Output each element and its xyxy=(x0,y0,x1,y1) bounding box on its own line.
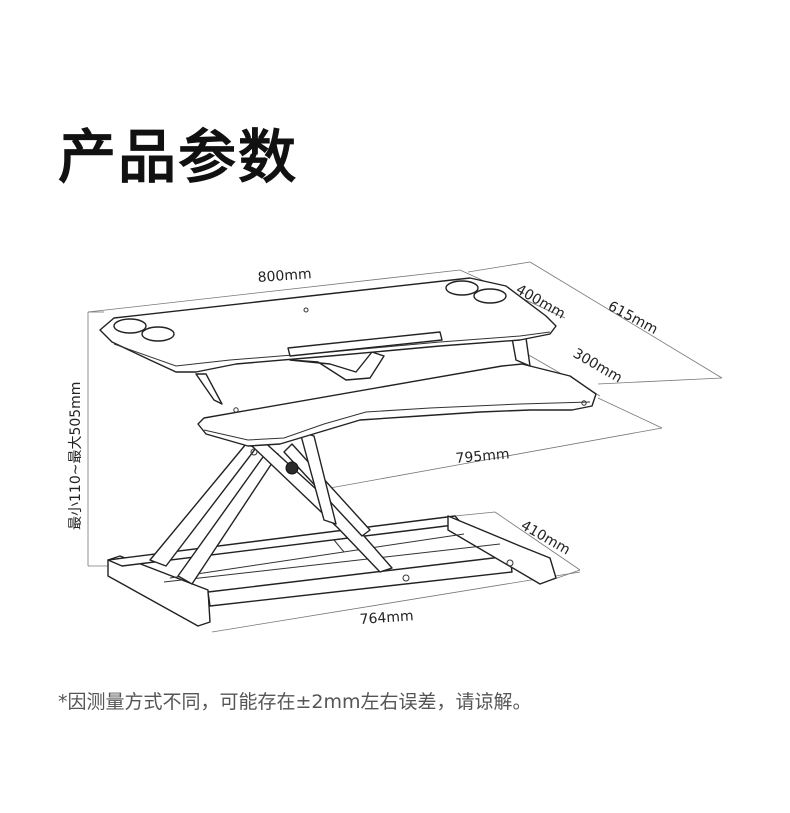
top-platform xyxy=(99,277,557,405)
label-base-width: 764mm xyxy=(359,608,414,628)
label-top-width: 800mm xyxy=(257,266,312,286)
scissor-frame xyxy=(149,431,393,585)
dimension-lines xyxy=(87,261,723,633)
page-title: 产品参数 xyxy=(58,123,299,191)
measurement-note: *因测量方式不同，可能存在±2mm左右误差，请谅解。 xyxy=(58,691,532,713)
label-total-depth: 615mm xyxy=(605,298,660,337)
label-keyboard-width: 795mm xyxy=(455,446,510,467)
label-keyboard-depth: 300mm xyxy=(570,346,625,387)
keyboard-tray xyxy=(197,363,597,447)
label-height-range: 最小110~最大505mm xyxy=(68,382,84,530)
